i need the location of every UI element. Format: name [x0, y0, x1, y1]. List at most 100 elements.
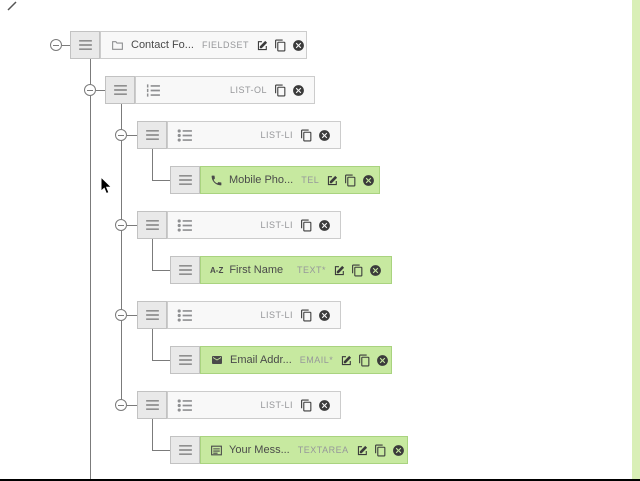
tree-node-fieldset: Contact Fo... FIELDSET [100, 31, 307, 59]
tree-connector-line [152, 180, 170, 181]
drag-handle-icon [179, 175, 192, 185]
phone-icon [210, 174, 223, 187]
remove-icon[interactable] [318, 129, 331, 142]
remove-icon[interactable] [376, 354, 389, 367]
drag-handle[interactable] [137, 121, 167, 149]
node-actions [356, 444, 405, 457]
copy-icon[interactable] [300, 129, 313, 142]
node-type-label: LIST-OL [229, 85, 267, 95]
textarea-icon [210, 444, 223, 457]
remove-icon[interactable] [318, 309, 331, 322]
node-name: Email Addr... [230, 354, 292, 366]
tree-connector-line [127, 135, 137, 136]
drag-handle-icon [179, 355, 192, 365]
drag-handle[interactable] [170, 166, 200, 194]
tree-connector-line [62, 45, 70, 46]
mouse-cursor [100, 176, 113, 195]
edit-icon[interactable] [333, 264, 346, 277]
remove-icon[interactable] [292, 84, 305, 97]
tree-node-field-tel: Mobile Pho... TEL [200, 166, 380, 194]
collapse-toggle[interactable] [115, 129, 127, 141]
minus-icon [118, 404, 124, 406]
drag-handle[interactable] [137, 391, 167, 419]
edit-icon[interactable] [356, 444, 369, 457]
node-type-label: LIST-LI [260, 400, 293, 410]
copy-icon[interactable] [300, 399, 313, 412]
drag-handle[interactable] [170, 436, 200, 464]
edit-icon[interactable] [326, 174, 339, 187]
drag-handle[interactable] [170, 346, 200, 374]
copy-icon[interactable] [300, 309, 313, 322]
collapse-toggle[interactable] [115, 309, 127, 321]
minus-icon [118, 314, 124, 316]
remove-icon[interactable] [362, 174, 375, 187]
tree-node-list-li: LIST-LI [167, 211, 341, 239]
unordered-list-icon [177, 219, 192, 232]
edit-icon[interactable] [256, 39, 269, 52]
node-type-label: FIELDSET [201, 40, 249, 50]
tree-connector-line [127, 225, 137, 226]
tree-connector-line [127, 405, 137, 406]
copy-icon[interactable] [274, 39, 287, 52]
remove-icon[interactable] [392, 444, 405, 457]
node-type-label: LIST-LI [260, 220, 293, 230]
node-name: Your Mess... [229, 444, 290, 456]
remove-icon[interactable] [369, 264, 382, 277]
copy-icon[interactable] [374, 444, 387, 457]
unordered-list-icon [177, 129, 192, 142]
edit-icon[interactable] [340, 354, 353, 367]
tree-node-list-li: LIST-LI [167, 391, 341, 419]
collapse-toggle[interactable] [84, 84, 96, 96]
node-actions [300, 129, 331, 142]
node-name: Contact Fo... [131, 39, 194, 51]
tree-connector-line [152, 239, 153, 270]
tree-connector-line [152, 329, 153, 360]
copy-icon[interactable] [344, 174, 357, 187]
drag-handle-icon [79, 40, 92, 50]
unordered-list-icon [177, 399, 192, 412]
tree-connector-line [152, 450, 170, 451]
bottom-border [0, 479, 640, 481]
node-actions [300, 399, 331, 412]
drag-handle[interactable] [137, 211, 167, 239]
drag-handle-icon [179, 445, 192, 455]
drag-handle[interactable] [105, 76, 135, 104]
collapse-toggle[interactable] [115, 219, 127, 231]
tree-node-field-textarea: Your Mess... TEXTAREA [200, 436, 408, 464]
node-actions [340, 354, 389, 367]
copy-icon[interactable] [358, 354, 371, 367]
tree-node-list-li: LIST-LI [167, 121, 341, 149]
node-actions [333, 264, 382, 277]
remove-icon[interactable] [292, 39, 305, 52]
remove-icon[interactable] [318, 399, 331, 412]
tree-connector-line [152, 149, 153, 180]
tree-node-list-li: LIST-LI [167, 301, 341, 329]
tree-connector-line [152, 419, 153, 450]
drag-handle[interactable] [137, 301, 167, 329]
node-type-label: EMAIL* [299, 355, 334, 365]
copy-icon[interactable] [300, 219, 313, 232]
minus-icon [118, 134, 124, 136]
tree-connector-line [127, 315, 137, 316]
envelope-icon [210, 354, 224, 366]
az-icon: A-Z [210, 265, 224, 275]
drag-handle[interactable] [70, 31, 100, 59]
tree-connector-line [121, 104, 122, 405]
node-actions [300, 309, 331, 322]
copy-icon[interactable] [351, 264, 364, 277]
minus-icon [53, 44, 59, 46]
drag-handle[interactable] [170, 256, 200, 284]
tree-node-list-ol: LIST-OL [135, 76, 315, 104]
collapse-toggle[interactable] [50, 39, 62, 51]
remove-icon[interactable] [318, 219, 331, 232]
node-type-label: LIST-LI [260, 130, 293, 140]
copy-icon[interactable] [274, 84, 287, 97]
tree-connector-line [152, 270, 170, 271]
node-actions [256, 39, 305, 52]
node-type-label: TEXTAREA [297, 445, 349, 455]
node-actions [326, 174, 375, 187]
collapse-toggle[interactable] [115, 399, 127, 411]
ordered-list-icon [145, 84, 160, 97]
node-actions [300, 219, 331, 232]
